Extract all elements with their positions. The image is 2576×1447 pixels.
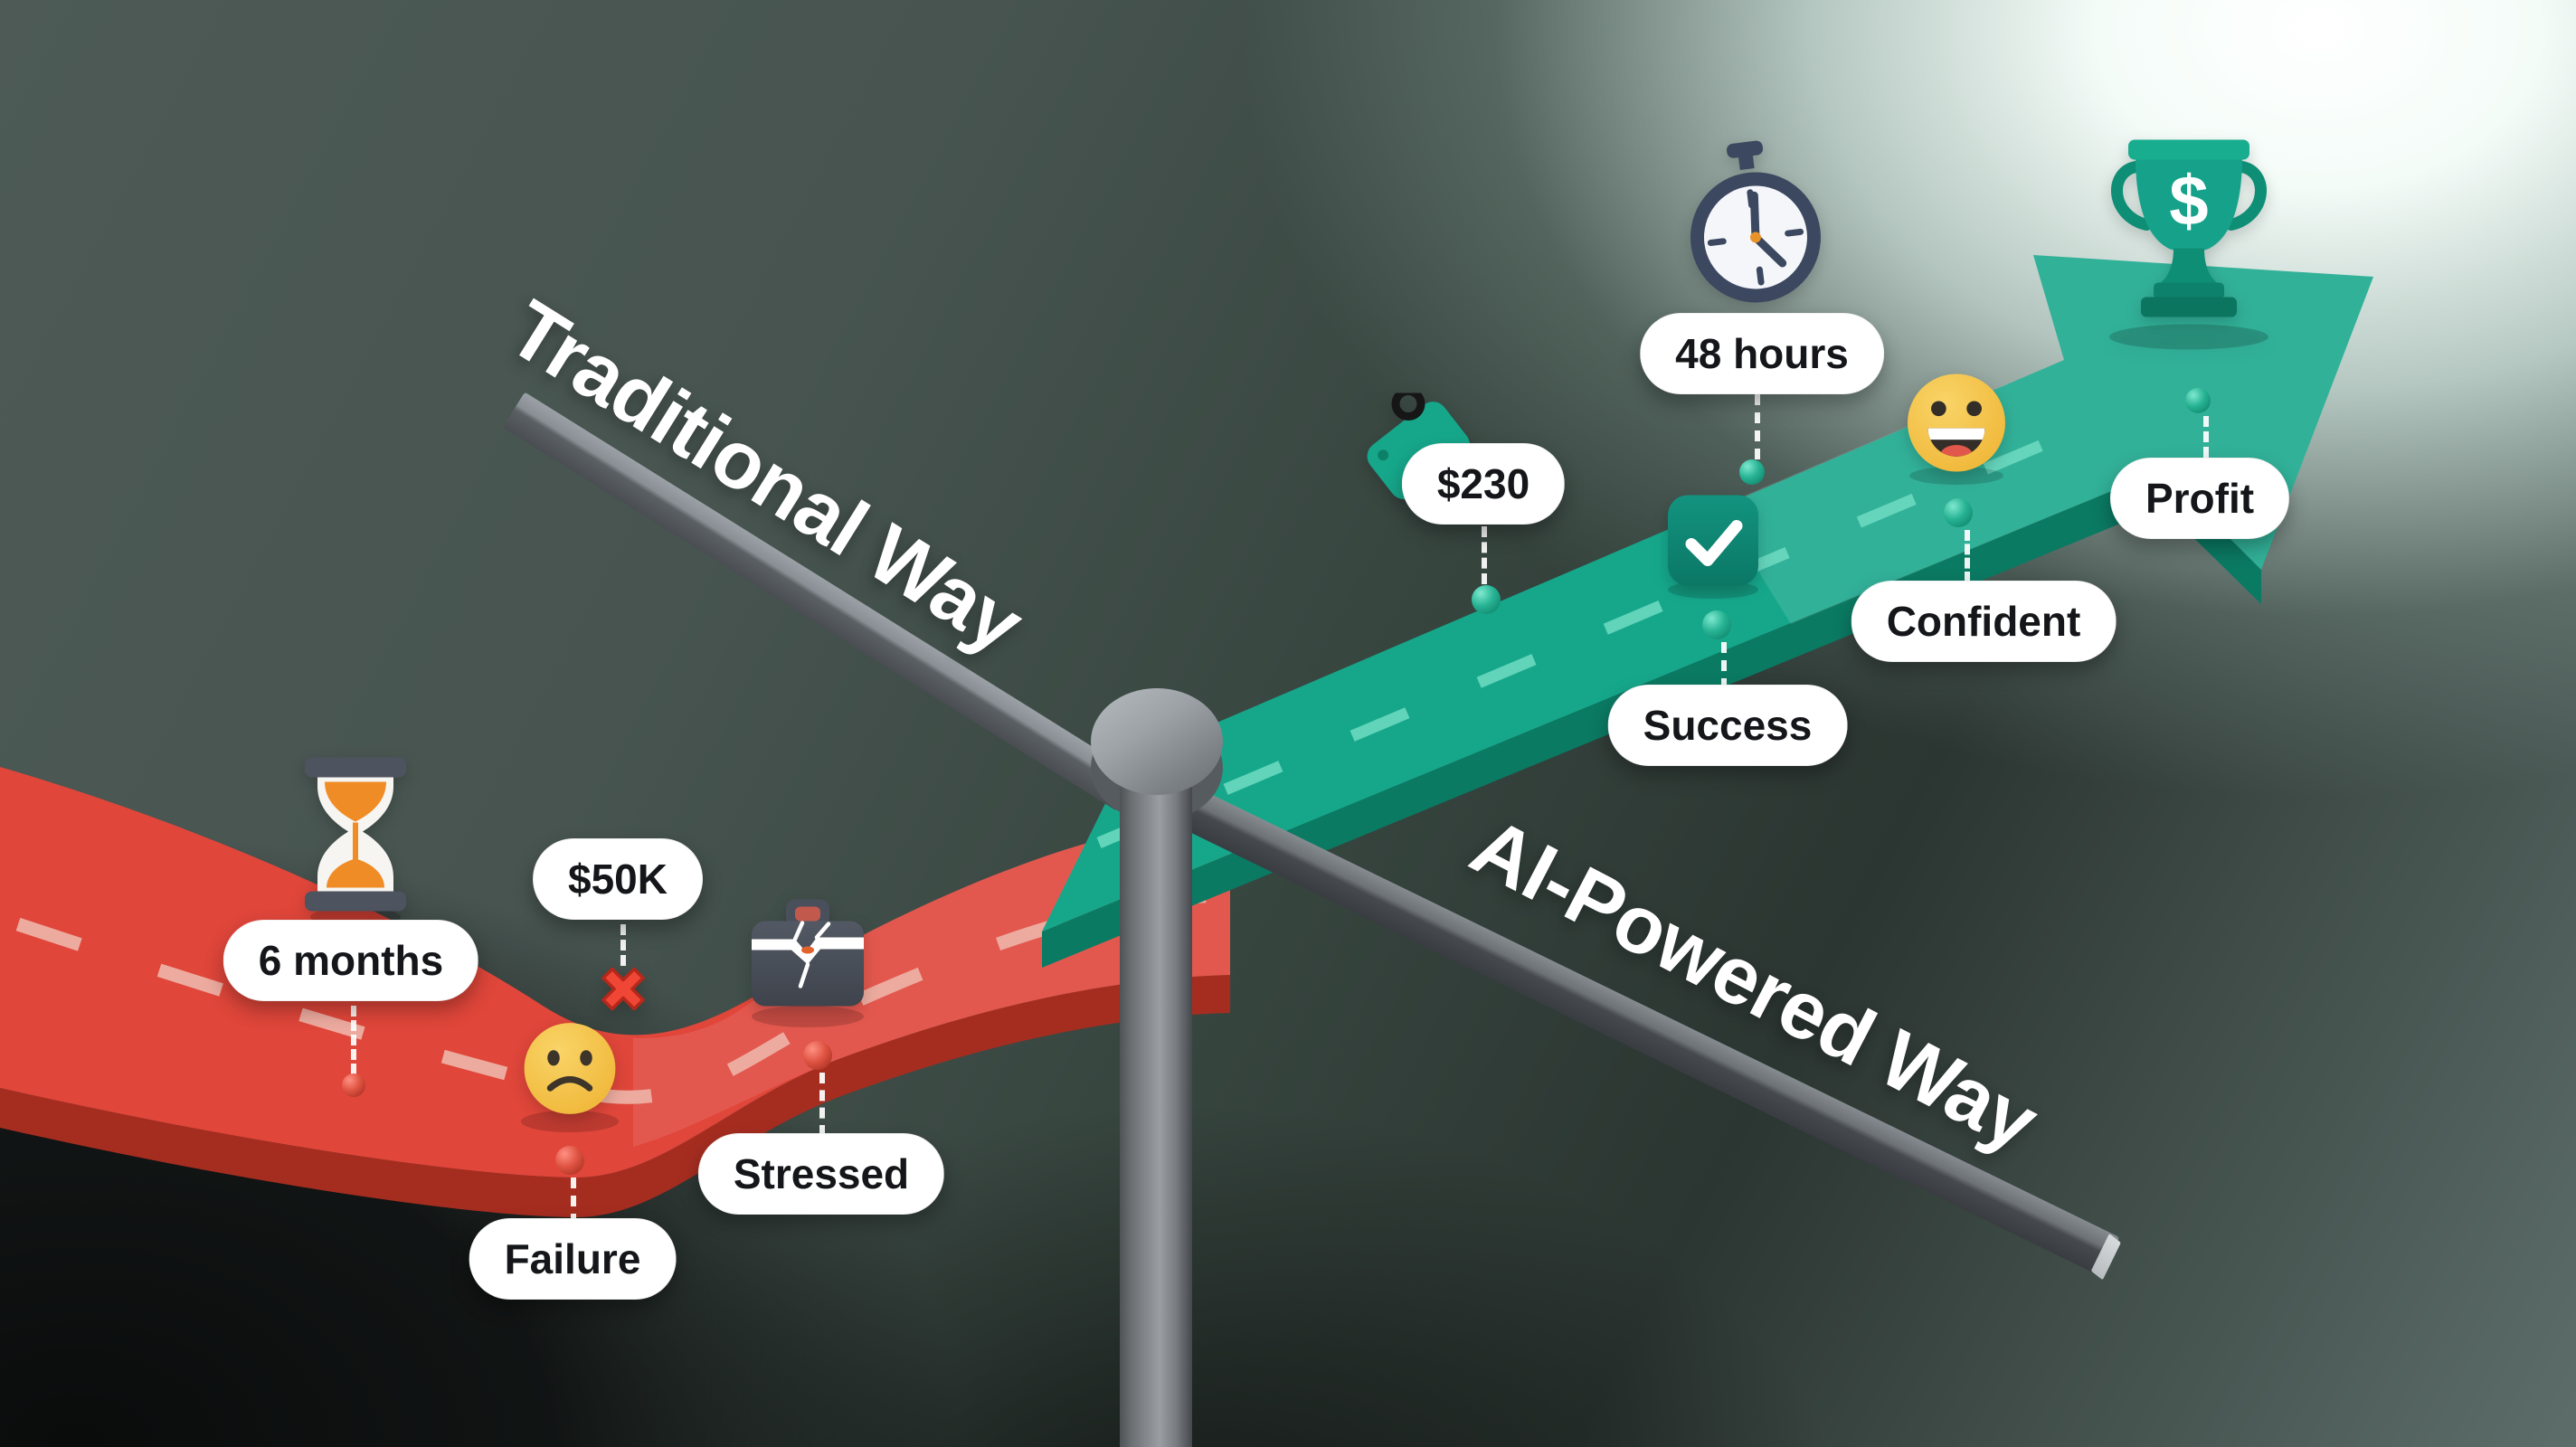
briefcase-shadow bbox=[752, 1006, 864, 1027]
milestone-label-success: Success bbox=[1607, 685, 1848, 766]
trophy-icon: $ bbox=[2094, 131, 2284, 362]
milestone-label-confident: Confident bbox=[1851, 581, 2117, 662]
traditional-road-side bbox=[0, 975, 1230, 1217]
connector-failure bbox=[571, 1177, 576, 1225]
connector-6-months bbox=[351, 1006, 356, 1074]
connector-50k bbox=[620, 924, 626, 966]
hourglass-icon bbox=[305, 757, 406, 916]
sad-face-shadow bbox=[521, 1111, 619, 1132]
x-mark-icon bbox=[594, 960, 652, 1023]
milestone-label-stressed: Stressed bbox=[697, 1133, 945, 1215]
broken-briefcase-icon bbox=[744, 898, 871, 1017]
milestone-node bbox=[342, 1073, 365, 1097]
ai-road-sheen bbox=[1719, 255, 2373, 624]
milestone-label-48-hours: 48 hours bbox=[1640, 313, 1884, 394]
milestone-node bbox=[1739, 459, 1765, 485]
milestone-node bbox=[1472, 585, 1501, 614]
signpost-pole bbox=[1120, 776, 1192, 1447]
happy-face-icon bbox=[1907, 374, 2006, 478]
milestone-node bbox=[1944, 498, 1973, 527]
milestone-label-failure: Failure bbox=[469, 1218, 677, 1300]
trophy-dollar-sign: $ bbox=[2169, 161, 2208, 241]
milestone-label-50k: $50K bbox=[533, 838, 703, 920]
connector-stressed bbox=[819, 1073, 825, 1136]
connector-230 bbox=[1482, 526, 1487, 584]
traditional-road bbox=[0, 767, 1230, 1177]
ai-road-dashes bbox=[1096, 418, 2097, 848]
connector-confident bbox=[1965, 530, 1970, 582]
checkmark-icon bbox=[1668, 495, 1758, 591]
milestone-node bbox=[2185, 388, 2211, 413]
milestone-node bbox=[1702, 610, 1731, 639]
stopwatch-icon bbox=[1681, 140, 1829, 317]
milestone-label-6-months: 6 months bbox=[223, 920, 479, 1001]
milestone-label-230: $230 bbox=[1401, 443, 1566, 525]
milestone-node bbox=[555, 1146, 584, 1175]
milestone-label-profit: Profit bbox=[2109, 458, 2290, 539]
traditional-road-dashes bbox=[15, 888, 1213, 1104]
sad-face-icon bbox=[521, 1020, 619, 1122]
connector-success bbox=[1721, 642, 1727, 689]
connector-48-hours bbox=[1755, 394, 1760, 459]
connector-profit bbox=[2203, 416, 2209, 458]
happy-face-shadow bbox=[1909, 467, 2003, 485]
milestone-node bbox=[803, 1041, 832, 1070]
ai-road bbox=[1042, 255, 2373, 932]
signpost-hub bbox=[1091, 688, 1223, 795]
